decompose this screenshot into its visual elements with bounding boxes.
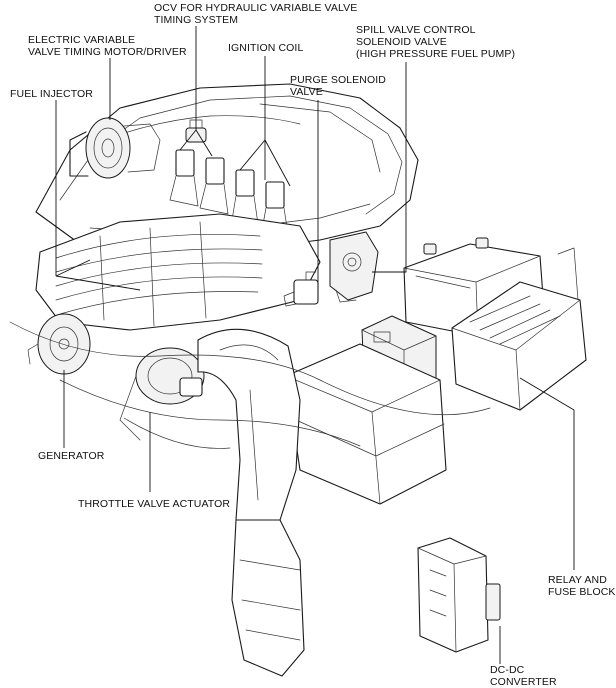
ignition-coils: [169, 149, 289, 235]
electric-vvt-motor: [69, 117, 161, 179]
spill-valve-label: SPILL VALVE CONTROL SOLENOID VALVE (HIGH…: [356, 24, 515, 60]
electric-vvt-label-line-2: VALVE TIMING MOTOR/DRIVER: [28, 46, 187, 58]
throttle-actuator-label-line-1: THROTTLE VALVE ACTUATOR: [78, 498, 231, 510]
generator-unit: [27, 313, 91, 375]
leader-lines: [55, 26, 575, 664]
ocv-label: OCV FOR HYDRAULIC VARIABLE VALVE TIMING …: [154, 2, 357, 26]
intake-duct: [197, 328, 305, 677]
purge-solenoid-label-line-2: VALVE: [290, 86, 323, 98]
relay-fuse-block: [451, 247, 587, 411]
fuel-injector-label-line-1: FUEL INJECTOR: [10, 88, 93, 100]
ignition-coil-label: IGNITION COIL: [228, 42, 303, 54]
dcdc-label-line-2: CONVERTER: [490, 676, 557, 688]
electric-vvt-label-line-1: ELECTRIC VARIABLE: [28, 34, 136, 46]
fuel-injector-label: FUEL INJECTOR: [10, 88, 93, 100]
spill-valve-label-line-3: (HIGH PRESSURE FUEL PUMP): [356, 48, 516, 60]
spill-valve-label-line-2: SOLENOID VALVE: [356, 36, 447, 48]
dcdc-converter: [417, 537, 501, 653]
purge-solenoid-label: PURGE SOLENOID VALVE: [290, 74, 386, 98]
generator-label-line-1: GENERATOR: [38, 450, 105, 462]
ocv-label-line-1: OCV FOR HYDRAULIC VARIABLE VALVE: [154, 2, 358, 14]
wiring-harness: [9, 321, 491, 449]
throttle-actuator-label: THROTTLE VALVE ACTUATOR: [78, 498, 230, 510]
purge-solenoid-valve: [283, 271, 319, 307]
dcdc-label: DC-DC CONVERTER: [490, 664, 557, 688]
relay-fuse-label-line-1: RELAY AND: [548, 574, 607, 586]
electric-vvt-label: ELECTRIC VARIABLE VALVE TIMING MOTOR/DRI…: [28, 34, 187, 58]
purge-solenoid-label-line-1: PURGE SOLENOID: [290, 74, 386, 86]
dcdc-label-line-1: DC-DC: [490, 664, 525, 676]
air-cleaner: [285, 343, 447, 505]
generator-label: GENERATOR: [38, 450, 104, 462]
ocv-label-line-2: TIMING SYSTEM: [154, 14, 239, 26]
ignition-coil-label-line-1: IGNITION COIL: [228, 42, 304, 54]
high-pressure-fuel-pump: [329, 231, 379, 303]
spill-valve-label-line-1: SPILL VALVE CONTROL: [356, 24, 476, 36]
relay-fuse-label-line-2: FUSE BLOCK: [548, 586, 616, 598]
relay-fuse-label: RELAY AND FUSE BLOCK: [548, 574, 616, 598]
throttle-body: [119, 347, 205, 441]
